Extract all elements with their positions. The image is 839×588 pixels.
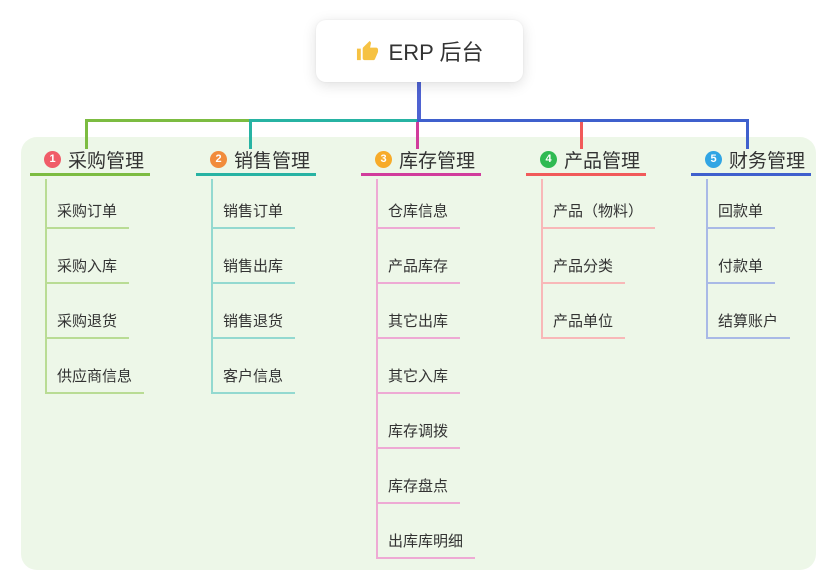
branch-child-line (706, 179, 708, 339)
child-node-other-outbound[interactable]: 其它出库 (376, 284, 461, 339)
connector-segment-blue (417, 119, 749, 122)
child-node-sales-order[interactable]: 销售订单 (211, 179, 296, 229)
branch-label-finance: 财务管理 (729, 151, 806, 172)
branch-header-sales[interactable]: 2 销售管理 (196, 146, 316, 176)
root-node[interactable]: ERP 后台 (316, 20, 523, 82)
child-node-purchase-return[interactable]: 采购退货 (45, 284, 130, 339)
child-node-purchase-order[interactable]: 采购订单 (45, 179, 130, 229)
connector-segment-teal (249, 119, 419, 122)
branch-node-purchase: 1 采购管理 采购订单 采购入库 采购退货 供应商信息 (30, 146, 180, 394)
child-node-other-inbound[interactable]: 其它入库 (376, 339, 461, 394)
child-node-product-unit[interactable]: 产品单位 (541, 284, 626, 339)
branch-drop-line-inventory (416, 119, 419, 149)
branch-badge-4: 4 (540, 151, 557, 168)
branch-badge-2: 2 (210, 151, 227, 168)
connector-segment-green (85, 119, 251, 122)
child-node-customer-info[interactable]: 客户信息 (211, 339, 296, 394)
branch-child-line (541, 179, 543, 339)
child-node-payment-order[interactable]: 付款单 (706, 229, 776, 284)
branch-child-line (376, 179, 378, 559)
child-node-stock-taking[interactable]: 库存盘点 (376, 449, 461, 504)
branch-drop-line-purchase (85, 119, 88, 149)
child-node-product-stock[interactable]: 产品库存 (376, 229, 461, 284)
branch-label-purchase: 采购管理 (68, 151, 145, 172)
branch-node-finance: 5 财务管理 回款单 付款单 结算账户 (691, 146, 839, 339)
root-node-label: ERP 后台 (388, 40, 484, 65)
branch-drop-line-sales (249, 119, 252, 149)
child-node-sales-return[interactable]: 销售退货 (211, 284, 296, 339)
branch-header-product[interactable]: 4 产品管理 (526, 146, 646, 176)
child-node-purchase-inbound[interactable]: 采购入库 (45, 229, 130, 284)
branch-header-inventory[interactable]: 3 库存管理 (361, 146, 481, 176)
child-node-settlement-account[interactable]: 结算账户 (706, 284, 791, 339)
child-node-supplier-info[interactable]: 供应商信息 (45, 339, 145, 394)
panel-background (21, 137, 816, 570)
child-node-stock-transfer[interactable]: 库存调拨 (376, 394, 461, 449)
branch-drop-line-product (580, 119, 583, 149)
branch-label-inventory: 库存管理 (399, 151, 476, 172)
branch-node-product: 4 产品管理 产品（物料） 产品分类 产品单位 (526, 146, 676, 339)
child-node-product-category[interactable]: 产品分类 (541, 229, 626, 284)
child-node-warehouse-info[interactable]: 仓库信息 (376, 179, 461, 229)
branch-badge-5: 5 (705, 151, 722, 168)
branch-badge-3: 3 (375, 151, 392, 168)
branch-node-inventory: 3 库存管理 仓库信息 产品库存 其它出库 其它入库 库存调拨 库存盘点 出库库… (361, 146, 511, 559)
thumbs-up-icon (356, 40, 378, 60)
branch-child-line (45, 179, 47, 394)
child-node-stock-detail[interactable]: 出库库明细 (376, 504, 476, 559)
branch-header-purchase[interactable]: 1 采购管理 (30, 146, 150, 176)
child-node-sales-outbound[interactable]: 销售出库 (211, 229, 296, 284)
branch-label-sales: 销售管理 (234, 151, 311, 172)
root-connector-line (417, 82, 421, 122)
branch-label-product: 产品管理 (564, 151, 641, 172)
child-node-product-material[interactable]: 产品（物料） (541, 179, 656, 229)
branch-header-finance[interactable]: 5 财务管理 (691, 146, 811, 176)
branch-drop-line-finance (746, 119, 749, 149)
branch-node-sales: 2 销售管理 销售订单 销售出库 销售退货 客户信息 (196, 146, 346, 394)
branch-child-line (211, 179, 213, 394)
child-node-receipt-order[interactable]: 回款单 (706, 179, 776, 229)
branch-badge-1: 1 (44, 151, 61, 168)
